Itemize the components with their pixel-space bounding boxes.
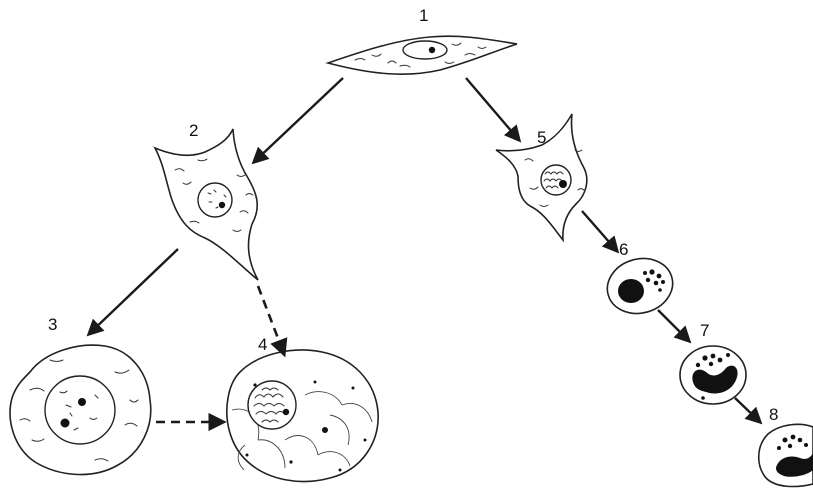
label-cell-4: 4 — [258, 335, 267, 354]
arrow-5-to-6 — [582, 211, 617, 251]
cell-8 — [759, 424, 813, 486]
cell-1 — [328, 36, 517, 74]
arrow-6-to-7 — [658, 310, 689, 341]
arrow-7-to-8 — [735, 398, 760, 422]
arrow-2-to-3 — [89, 249, 178, 334]
label-cell-6: 6 — [619, 240, 628, 259]
arrow-1-to-5 — [466, 78, 519, 140]
cell-7 — [680, 346, 746, 404]
label-cell-8: 8 — [769, 405, 778, 424]
label-cell-3: 3 — [48, 315, 57, 334]
label-cell-1: 1 — [419, 6, 428, 25]
cell-4 — [227, 350, 378, 481]
cell-3 — [10, 345, 151, 474]
cell-6 — [601, 251, 679, 320]
label-cell-5: 5 — [537, 128, 546, 147]
arrow-1-to-2 — [254, 78, 343, 162]
label-cell-2: 2 — [189, 121, 198, 140]
label-cell-7: 7 — [700, 321, 709, 340]
